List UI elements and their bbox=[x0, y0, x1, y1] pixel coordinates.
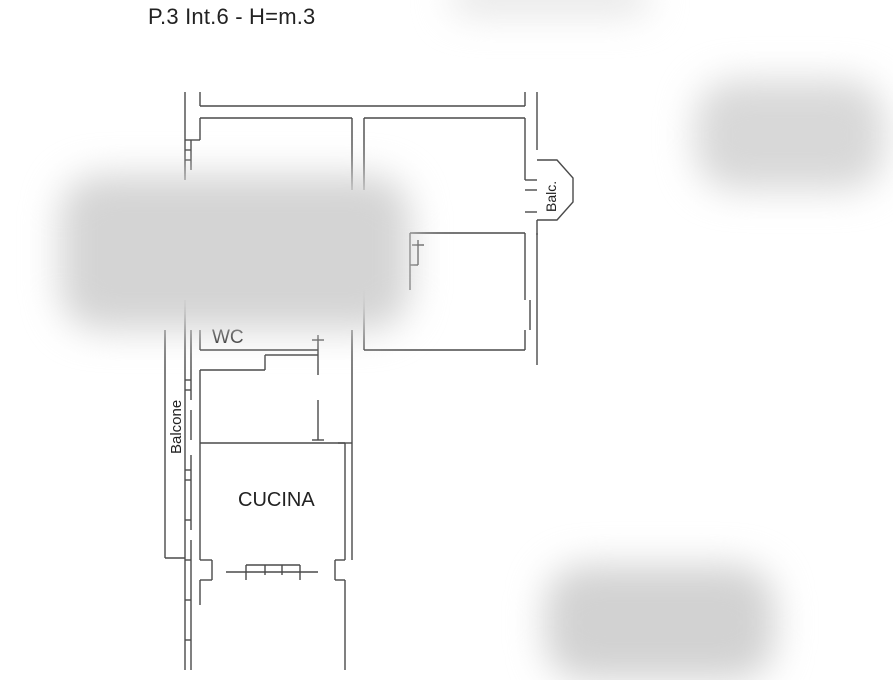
upper-right-room-walls bbox=[363, 117, 537, 190]
room-label-wc: WC bbox=[212, 327, 244, 348]
blur-patch-center-left bbox=[60, 175, 410, 330]
balc-bay bbox=[525, 159, 574, 235]
outer-wall-top bbox=[184, 92, 538, 150]
floor-caption: P.3 Int.6 - H=m.3 bbox=[148, 4, 316, 29]
kitchen-walls bbox=[190, 440, 346, 670]
blur-patch-bottom-right bbox=[545, 565, 775, 680]
room-label-cucina: CUCINA bbox=[238, 489, 315, 511]
balcone-label: Balcone bbox=[168, 400, 185, 454]
left-wing-walls bbox=[164, 300, 353, 670]
window-ticks bbox=[185, 149, 424, 641]
kitchen-door bbox=[226, 564, 318, 580]
blur-patch-top-right bbox=[695, 80, 885, 190]
balc-label: Balc. bbox=[543, 181, 559, 212]
blur-patch-top-strip bbox=[450, 0, 650, 15]
